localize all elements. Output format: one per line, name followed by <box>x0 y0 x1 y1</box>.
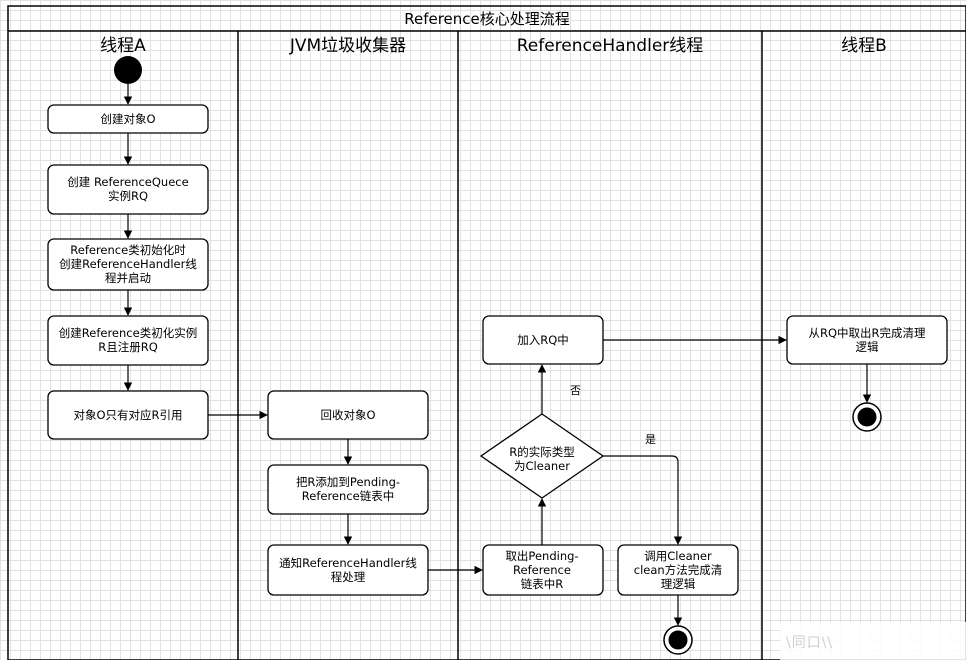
node-label-create-r-line-1: 创建Reference类初化实例 <box>59 326 197 340</box>
node-label-take-rq-line-2: 逻辑 <box>856 340 879 354</box>
diagram-title: Reference核心处理流程 <box>404 10 570 28</box>
end-node-thread-b <box>852 402 882 432</box>
node-label-create-r-line-2: R且注册RQ <box>98 340 158 354</box>
node-label-add-pending-line-2: Reference链表中 <box>302 489 394 503</box>
node-label-take-pending-line-3: 链表中R <box>521 577 564 591</box>
node-take-pending <box>482 544 604 596</box>
lane-title-reference-handler: ReferenceHandler线程 <box>517 36 704 56</box>
decision-is-cleaner <box>479 413 605 499</box>
node-label-ref-init-line-1: Reference类初始化时 <box>70 243 186 257</box>
edge-decision-yes-to-cleaner <box>603 455 683 545</box>
lane-title-jvm-gc: JVM垃圾收集器 <box>289 36 406 56</box>
node-label-create-rq-line-1: 创建 ReferenceQuece <box>67 175 188 189</box>
node-label-ref-init-line-3: 程并启动 <box>105 271 151 285</box>
diagram-frame <box>7 5 966 660</box>
node-label-create-rq-line-2: 实例RQ <box>108 189 148 203</box>
node-label-call-clean-line-3: 理逻辑 <box>661 577 696 591</box>
node-label-only-r-line-1: 对象O只有对应R引用 <box>73 408 182 422</box>
watermark-text: \同口\\ <box>786 635 834 651</box>
node-label-is-cleaner-line-1: R的实际类型 <box>509 445 575 459</box>
node-label-enqueue-rq-line-1: 加入RQ中 <box>517 333 569 347</box>
end-node-handler <box>663 625 693 655</box>
node-label-call-clean-line-1: 调用Cleaner <box>644 549 712 563</box>
node-label-is-cleaner-line-2: 为Cleaner <box>514 459 570 473</box>
watermark: \同口\\ <box>780 622 966 660</box>
edge-label-no: 否 <box>570 384 581 397</box>
node-label-add-pending-line-1: 把R添加到Pending- <box>296 475 400 489</box>
node-label-take-rq-line-1: 从RQ中取出R完成清理 <box>808 326 926 340</box>
lane-title-thread-b: 线程B <box>841 36 887 56</box>
lane-title-thread-a: 线程A <box>100 36 146 56</box>
node-label-notify-handler-line-1: 通知ReferenceHandler线 <box>279 556 417 570</box>
node-label-take-pending-line-1: 取出Pending- <box>505 549 578 563</box>
node-label-take-pending-line-2: Reference <box>513 563 571 577</box>
start-node <box>114 56 142 84</box>
node-label-call-clean-line-2: clean方法完成清 <box>634 563 722 577</box>
node-label-create-o-line-1: 创建对象O <box>100 112 155 126</box>
node-label-reclaim-o-line-1: 回收对象O <box>320 408 375 422</box>
edge-label-yes: 是 <box>645 433 656 446</box>
node-label-notify-handler-line-2: 程处理 <box>331 570 366 584</box>
node-label-ref-init-line-2: 创建ReferenceHandler线 <box>59 257 197 271</box>
